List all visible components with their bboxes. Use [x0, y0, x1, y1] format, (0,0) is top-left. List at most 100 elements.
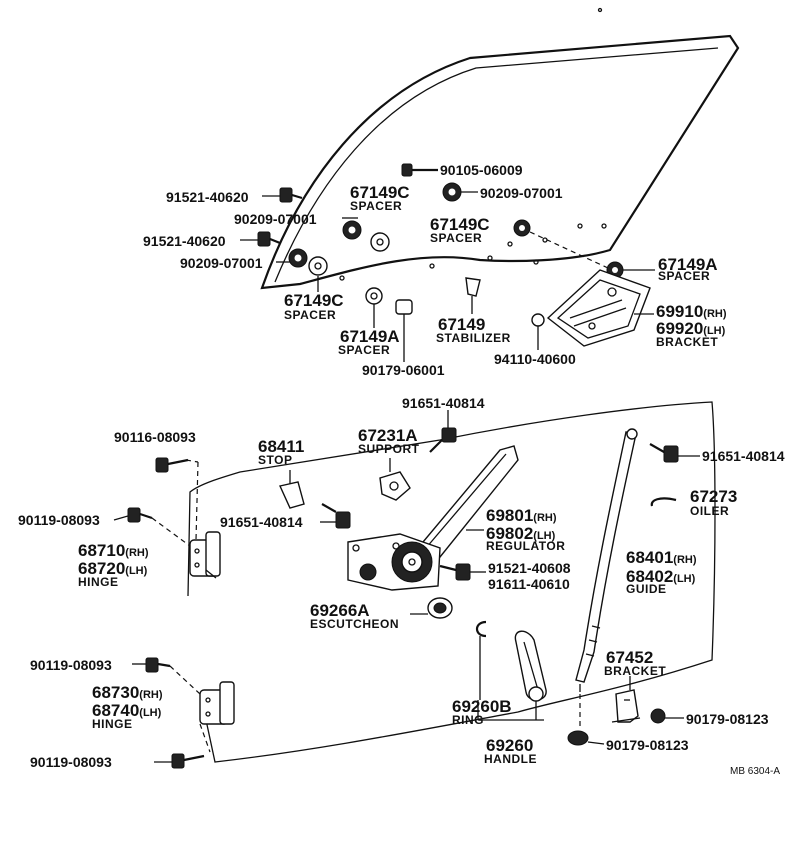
label-hinge-upper: HINGE	[78, 575, 119, 589]
label-90179-06001: 90179-06001	[362, 362, 445, 378]
door-inner-panel	[187, 401, 716, 763]
label-escutcheon: ESCUTCHEON	[310, 617, 399, 631]
label-handle: HANDLE	[484, 752, 537, 766]
label-90105-06009: 90105-06009	[440, 162, 523, 178]
bolt-90105	[401, 163, 438, 177]
label-69260: 69260	[486, 736, 533, 755]
spacer-67149c-right	[513, 219, 531, 237]
label-68740-lh: 68740(LH)	[92, 701, 162, 720]
label-91651-40814-stop: 91651-40814	[220, 514, 303, 530]
handle-69260	[477, 630, 547, 721]
label-90116-08093: 90116-08093	[114, 429, 196, 445]
label-90119-08093-mid: 90119-08093	[30, 657, 112, 673]
label-68730-rh: 68730(RH)	[92, 683, 163, 702]
spacer-67149c-upper	[370, 232, 390, 252]
label-67149c-lower: 67149C	[284, 291, 344, 310]
reference-code: MB 6304-A	[730, 766, 780, 777]
label-stop: STOP	[258, 453, 292, 467]
bolt-90119-mid	[132, 657, 171, 673]
bolt-90179-06001	[395, 299, 413, 362]
label-69802-lh: 69802(LH)	[486, 524, 556, 543]
label-oiler: OILER	[690, 504, 729, 518]
label-91611-40610: 91611-40610	[488, 576, 570, 592]
nut-94110	[531, 313, 545, 350]
bolt-91651-guide	[649, 443, 700, 463]
nut-90209-mid	[342, 217, 362, 240]
escutcheon	[410, 597, 453, 619]
label-69910-rh: 69910(RH)	[656, 302, 727, 321]
nut-90209-lower	[276, 248, 308, 268]
label-ring: RING	[452, 713, 484, 727]
label-67231a: 67231A	[358, 426, 418, 445]
upper-hinge	[185, 459, 221, 579]
label-67149: 67149	[438, 315, 485, 334]
label-67149c-top: 67149C	[350, 183, 410, 202]
support-67231a	[379, 458, 411, 501]
label-guide: GUIDE	[626, 582, 667, 596]
label-67149a-right: 67149A	[658, 255, 718, 274]
bolt-90179-bracket	[650, 708, 684, 724]
door-glass	[260, 7, 740, 290]
label-stabilizer: STABILIZER	[436, 331, 511, 345]
label-spacer-right: SPACER	[430, 231, 482, 245]
stop-68411	[279, 470, 305, 509]
stabilizer-67149	[465, 277, 481, 314]
spacer-67149c-lower	[308, 256, 328, 292]
label-91521-40608: 91521-40608	[488, 560, 571, 576]
label-90119-08093-upper: 90119-08093	[18, 512, 100, 528]
guide-bracket	[611, 676, 641, 723]
label-90209-07001-mid: 90209-07001	[234, 211, 317, 227]
bolt-90116	[155, 457, 189, 473]
label-67149c-right: 67149C	[430, 215, 490, 234]
label-68411: 68411	[258, 437, 304, 456]
label-69266a: 69266A	[310, 601, 370, 620]
lower-hinge	[169, 665, 235, 753]
window-guide	[575, 428, 638, 692]
spacer-67149a-left	[365, 287, 383, 328]
label-spacer-top: SPACER	[350, 199, 402, 213]
label-90179-08123-right: 90179-08123	[686, 711, 769, 727]
grommet-90179	[567, 730, 605, 746]
bolt-90119-upper	[113, 507, 191, 547]
oiler	[650, 497, 677, 507]
label-68710-rh: 68710(RH)	[78, 541, 149, 560]
label-regulator: REGULATOR	[486, 539, 565, 553]
label-69801-rh: 69801(RH)	[486, 506, 557, 525]
bolt-91521-upper	[262, 187, 303, 203]
label-90209-07001-lower: 90209-07001	[180, 255, 263, 271]
label-67273: 67273	[690, 487, 737, 506]
label-67452: 67452	[606, 648, 653, 667]
window-bracket	[546, 269, 654, 347]
window-regulator	[347, 445, 519, 591]
nut-90209-top	[442, 182, 478, 202]
label-68402-lh: 68402(LH)	[626, 567, 696, 586]
bolt-91521-regulator	[439, 563, 486, 581]
label-94110-40600: 94110-40600	[494, 351, 576, 367]
label-hinge-lower: HINGE	[92, 717, 133, 731]
bolt-90119-lower	[154, 753, 205, 769]
label-bracket-upper: BRACKET	[656, 335, 718, 349]
label-spacer-67149a-left: SPACER	[338, 343, 390, 357]
bolt-91651-stop	[320, 503, 351, 529]
label-91651-40814-top: 91651-40814	[402, 395, 485, 411]
assembly-dashed-line	[529, 231, 609, 269]
label-68720-lh: 68720(LH)	[78, 559, 148, 578]
label-69260b: 69260B	[452, 697, 512, 716]
label-91521-40620-upper: 91521-40620	[166, 189, 249, 205]
label-69920-lh: 69920(LH)	[656, 319, 726, 338]
label-spacer-67149a-right: SPACER	[658, 269, 710, 283]
label-support: SUPPORT	[358, 442, 420, 456]
ring-69260b	[475, 620, 487, 700]
label-90179-08123-bottom: 90179-08123	[606, 737, 689, 753]
label-bracket-lower: BRACKET	[604, 664, 666, 678]
label-90209-07001-top: 90209-07001	[480, 185, 563, 201]
bolt-91651-top	[429, 410, 457, 453]
label-90119-08093-lower: 90119-08093	[30, 754, 112, 770]
label-67149a-left: 67149A	[340, 327, 400, 346]
label-91651-40814-guide: 91651-40814	[702, 448, 785, 464]
label-68401-rh: 68401(RH)	[626, 548, 697, 567]
label-91521-40620-lower: 91521-40620	[143, 233, 226, 249]
bolt-91521-lower	[240, 231, 281, 247]
glass-holes	[339, 223, 607, 281]
